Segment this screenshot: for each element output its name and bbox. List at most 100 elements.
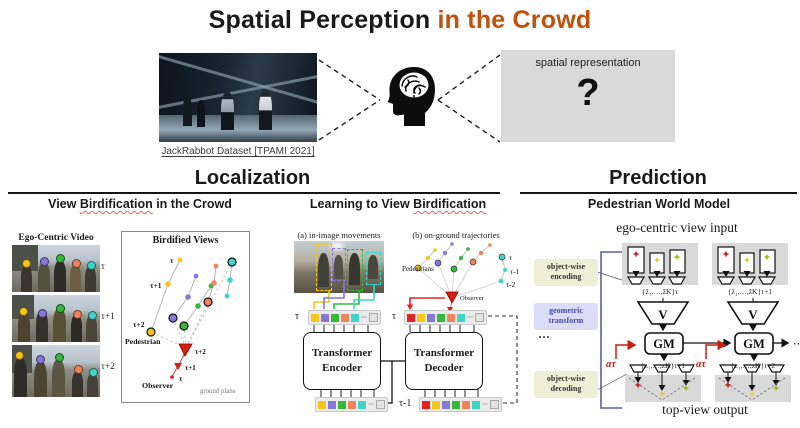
object-wise-encoding-label: object-wise encoding [534, 259, 598, 286]
dataset-caption: JackRabbot Dataset [TPAMI 2021] [161, 146, 315, 157]
pedestrian-id-dot-green [55, 353, 64, 362]
pedestrian-silhouette [368, 255, 378, 279]
subtitle-text: Learning to View [309, 197, 414, 211]
top-view-output-caption: top-view output [662, 402, 748, 417]
token-row-image: ⋯ [308, 310, 381, 325]
row-b-time-label: τ [392, 311, 397, 322]
token-red [407, 313, 415, 322]
pedestrian-silhouette [36, 310, 48, 342]
pedestrian-silhouette [34, 361, 47, 397]
token-ghost [490, 400, 499, 409]
title-main: Spatial Perception [208, 6, 431, 34]
ego-view-input-caption: ego-centric view input [616, 220, 738, 235]
ground-plane-label: ground plane [200, 388, 236, 395]
pedestrian-id-dot-purple [38, 309, 47, 318]
row-a-time-label: τ [295, 311, 300, 322]
pedestrian-silhouette [259, 90, 272, 130]
pedestrian-id-dot-green [56, 304, 65, 313]
subtitle-text: in the Crowd [152, 197, 232, 211]
token-yellow [432, 400, 440, 409]
birdified-views-title: Birdified Views [152, 235, 219, 246]
token-row-ground: ⋯ [404, 310, 487, 325]
pipeline-bracket [600, 251, 622, 409]
ego-centric-video-label: Ego-Centric Video [18, 233, 94, 243]
pedestrian-id-dot-purple [40, 257, 49, 266]
action-arrow [705, 339, 727, 359]
subtitle-learning: Learning to View Birdification [282, 197, 514, 211]
token-row-encoder-out: ⋯ [315, 397, 388, 412]
v-label: V [658, 307, 668, 322]
gm-label: GM [743, 337, 765, 351]
observer-triangle-icon [178, 343, 193, 357]
token-green [452, 400, 460, 409]
pedestrian-silhouette [221, 92, 234, 130]
pedestrian-silhouette [14, 357, 27, 397]
spatial-representation-box: spatial representation ? [501, 50, 675, 142]
top-view-output-box-tau2 [715, 364, 791, 402]
pedestrian-id-dot-cyan [87, 261, 96, 270]
token-cyan [358, 400, 366, 409]
spatial-representation-label: spatial representation [535, 57, 641, 69]
gm-continues-dots: ⋯ [793, 338, 800, 350]
transformer-encoder-box: Transformer Encoder [303, 332, 381, 390]
token-ghost [475, 313, 484, 322]
z-input-tau1-label: {z̃₁,…,z̃K}τ+1 [727, 287, 773, 296]
pedestrian-id-dot-yellow [19, 307, 28, 316]
token-red [422, 400, 430, 409]
pedestrian-silhouette [85, 266, 96, 292]
birdified-views-panel: Birdified Views [121, 231, 250, 403]
traj-tau-label: τ [170, 256, 174, 265]
frame-time-tau: τ [101, 262, 105, 272]
subtitle-view-birdification: View Birdification in the Crowd [10, 197, 270, 211]
pedestrian-silhouette [183, 96, 192, 126]
token-yellow [417, 313, 425, 322]
pedestrian-silhouette [18, 312, 30, 342]
observer-past-mark [174, 363, 182, 370]
pedestrian-silhouette [71, 314, 82, 342]
token-yellow [311, 313, 319, 322]
token-ghost [376, 400, 385, 409]
pedestrian-silhouette [53, 308, 66, 342]
head-brain-icon [387, 67, 435, 126]
pedestrian-silhouette [349, 253, 360, 285]
token-cyan [351, 313, 359, 322]
action-tau-label: aτ [696, 359, 706, 370]
b-observer-label: Observer [460, 295, 485, 302]
b-tau-label: τ [509, 253, 512, 262]
pedestrian-id-dot-yellow [22, 259, 31, 268]
transformer-decoder-box: Transformer Decoder [405, 332, 483, 390]
subtitle-text-wavy: Birdification [79, 197, 153, 211]
z-output-tau2-label: {z₁,…,zK}τ+2 [730, 361, 776, 370]
bbox-purple [332, 248, 346, 281]
frame-time-tau2: τ+2 [101, 362, 115, 372]
pedestrian-silhouette [87, 373, 98, 397]
pedestrian-id-dot-green [56, 254, 65, 263]
token-purple [427, 313, 435, 322]
pedestrian-silhouette [21, 265, 32, 292]
intro-dashed-links [318, 54, 501, 143]
traj-tau2-label: τ+2 [133, 320, 145, 329]
observer-tau1-label: τ+1 [185, 364, 196, 372]
transform-continues-dots: … [538, 327, 550, 341]
token-green [437, 313, 445, 322]
birdified-views-diagram: τ τ+1 τ+2 τ+2 τ+1 τ Pedestrian Observer … [125, 256, 237, 395]
pedestrian-id-dot-orange [72, 259, 81, 268]
token-ellipsis: ⋯ [467, 314, 473, 321]
action-tau-label: aτ [606, 359, 616, 370]
ego-frame-tau2 [12, 345, 100, 397]
subtitle-world-model: Pedestrian World Model [587, 197, 731, 211]
pedestrian-id-dot-purple [36, 355, 45, 364]
localization-underline [8, 192, 500, 194]
gm-label: GM [653, 337, 675, 351]
action-arrow [615, 339, 637, 359]
pedestrian-id-dot-cyan [88, 311, 97, 320]
token-orange [341, 313, 349, 322]
pedestrian-silhouette [86, 315, 97, 342]
section-prediction-title: Prediction [609, 167, 707, 189]
a-panel-title: (a) in-image movements [297, 230, 381, 240]
pedestrian-silhouette [318, 253, 329, 287]
v-label: V [748, 307, 758, 322]
observer-tau-label: τ [179, 375, 183, 383]
pedestrian-silhouette [38, 262, 50, 292]
